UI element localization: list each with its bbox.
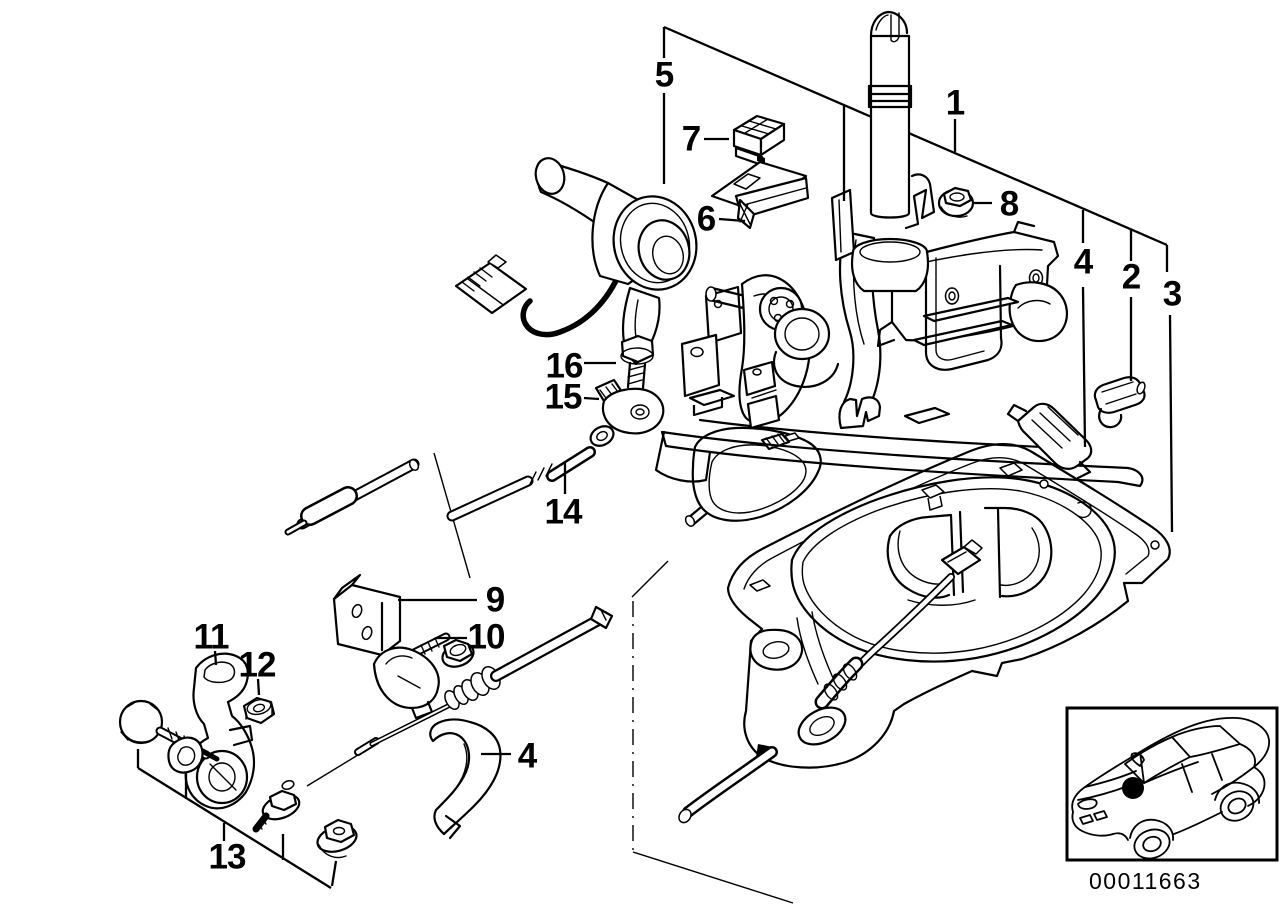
callout-9[interactable]: 9 [485,580,505,620]
callout-12[interactable]: 12 [238,645,277,685]
callout-5[interactable]: 5 [654,55,674,95]
selector-cable-upper [284,425,615,579]
intermediate-plate [684,426,822,527]
shift-mechanism-assembly [654,10,1144,488]
cable-saddle [372,646,440,720]
callout-15[interactable]: 15 [544,377,583,417]
selector-cable-lower [306,560,794,904]
car-silhouette-icon [1071,716,1270,860]
clip-2 [1093,376,1146,429]
callout-6[interactable]: 6 [696,199,716,239]
callout-13[interactable]: 13 [208,837,247,877]
selector-lever-11 [184,652,256,810]
contact-plate [710,160,810,230]
car-position-inset [1065,706,1279,862]
callout-7[interactable]: 7 [681,119,701,159]
flange-nut-8 [937,186,975,218]
callout-3[interactable]: 3 [1162,274,1182,314]
callout-8[interactable]: 8 [999,184,1019,224]
leader-diagonal [663,25,1168,247]
callout-11[interactable]: 11 [193,617,230,657]
callout-10[interactable]: 10 [467,617,506,657]
callout-14[interactable]: 14 [544,492,583,532]
position-dot [1122,777,1144,799]
callout-1[interactable]: 1 [945,83,965,123]
interlock-solenoid [454,157,698,366]
screw-16 [620,334,655,390]
callout-4-lower[interactable]: 4 [517,736,537,776]
nut-12 [242,696,276,725]
base-plate-cover [678,443,1171,824]
callout-2[interactable]: 2 [1121,257,1141,297]
cable-clamp-15 [594,378,665,435]
diagram-number: 00011663 [1089,868,1202,894]
fixing-set-13 [118,699,358,859]
retaining-clip-4-upper [1006,402,1093,480]
switch-block [732,114,786,167]
callout-4-upper[interactable]: 4 [1073,242,1093,282]
retaining-clip-4-lower [429,718,502,840]
callout-16[interactable]: 16 [545,346,584,386]
leader-lines [136,27,1174,889]
cable-bracket-9 [332,573,402,657]
